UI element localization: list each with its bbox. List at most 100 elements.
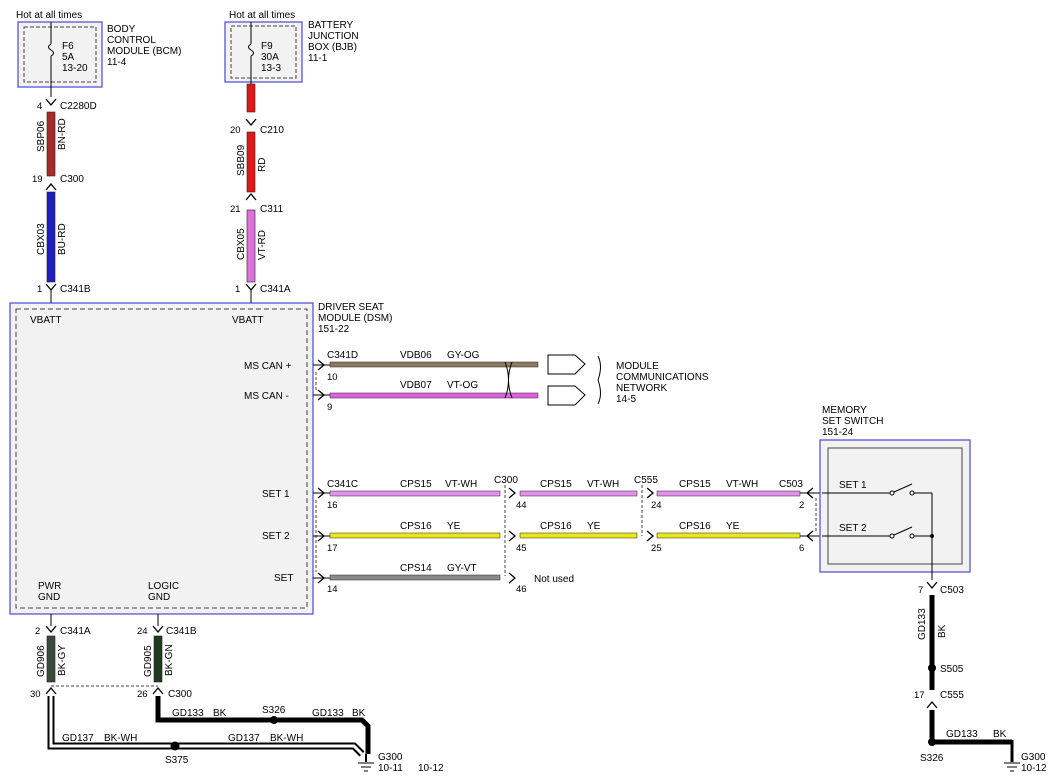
switch-ground-color: BK bbox=[937, 624, 948, 638]
switch2-blade bbox=[893, 526, 913, 536]
switch2-contact-a bbox=[889, 533, 895, 539]
set1-color-b: VT-WH bbox=[587, 479, 619, 490]
dsm-vbatt-left: VBATT bbox=[30, 315, 61, 326]
switch2-contact-b bbox=[909, 533, 915, 539]
ground-symbol-left bbox=[358, 754, 374, 772]
network-name-2: COMMUNICATIONS bbox=[616, 372, 709, 383]
set1-c555-chevron bbox=[646, 487, 655, 499]
wire-cps15-b bbox=[519, 490, 638, 497]
bcm-name-1: BODY bbox=[107, 24, 136, 35]
wire-cps14 bbox=[329, 574, 501, 581]
can-plus-color: GY-OG bbox=[447, 350, 480, 361]
set2-color-b: YE bbox=[587, 521, 601, 532]
left-feed-circuit-1: SBP06 bbox=[36, 120, 47, 152]
switch-ground-splice2: S326 bbox=[920, 753, 944, 764]
splice-s326-left bbox=[270, 716, 278, 724]
gnd-splice1: S326 bbox=[262, 705, 286, 716]
gnd-conn2: C300 bbox=[168, 689, 192, 700]
dsm-mscan-plus: MS CAN + bbox=[244, 361, 292, 372]
bjb-fuse-ref: 13-3 bbox=[261, 63, 281, 74]
set1-color-c: VT-WH bbox=[726, 479, 758, 490]
switch-ground-chevron2 bbox=[926, 700, 938, 709]
wire-vdb06 bbox=[329, 361, 539, 368]
dsm-box bbox=[9, 302, 314, 615]
right-connector-1-chevron bbox=[245, 118, 257, 127]
set-not-used: Not used bbox=[534, 574, 574, 585]
set2-pin-25: 25 bbox=[651, 543, 662, 554]
bcm-fuse-ref: 13-20 bbox=[62, 63, 88, 74]
switch-ground-pin2: 17 bbox=[914, 690, 925, 701]
right-feed-pin-1: 20 bbox=[230, 125, 241, 136]
gnd-right-color: BK-GN bbox=[164, 644, 175, 676]
right-feed-color-2: VT-RD bbox=[257, 230, 268, 260]
splice-s505 bbox=[928, 664, 936, 672]
wire-sbb09 bbox=[246, 131, 256, 193]
set2-c300-chevron bbox=[508, 530, 517, 542]
switch-common-junction bbox=[930, 534, 934, 538]
dsm-pwr-gnd-1: PWR bbox=[38, 581, 61, 592]
wire-bjb-rd-top bbox=[246, 83, 256, 113]
switch1-blade bbox=[893, 483, 913, 493]
right-feed-pin-2: 21 bbox=[230, 204, 241, 215]
set2-pin-17: 17 bbox=[327, 543, 338, 554]
bjb-name-2: JUNCTION bbox=[308, 31, 359, 42]
memory-switch-ref: 151-24 bbox=[822, 427, 854, 438]
switch-ground-chevron1 bbox=[926, 581, 938, 590]
set-conn-sw: C503 bbox=[779, 479, 803, 490]
switch-ground-pin1: 7 bbox=[918, 585, 923, 596]
network-name-1: MODULE bbox=[616, 361, 659, 372]
left-connector-1-chevron bbox=[45, 98, 57, 107]
dsm-name-2: MODULE (DSM) bbox=[318, 313, 392, 324]
left-feed-pin-2: 19 bbox=[32, 174, 43, 185]
gnd-left-color: BK-GY bbox=[57, 645, 68, 676]
splice-s375 bbox=[170, 741, 180, 751]
set2-color-a: YE bbox=[447, 521, 461, 532]
gnd-right-chevron2 bbox=[152, 686, 164, 695]
right-feed-pin-3: 1 bbox=[235, 284, 240, 295]
memory-switch-inner bbox=[827, 447, 963, 565]
right-feed-circuit-2: CBX05 bbox=[236, 228, 247, 260]
set-c300-chevron bbox=[508, 572, 517, 584]
set1-pin-24: 24 bbox=[651, 500, 662, 511]
bcm-fuse-rating: 5A bbox=[62, 52, 75, 63]
dsm-vbatt-right: VBATT bbox=[232, 315, 263, 326]
bjb-fuse-rating: 30A bbox=[261, 52, 279, 63]
switch-ground-g300: G300 bbox=[1021, 752, 1046, 763]
dsm-pwr-gnd-2: GND bbox=[38, 592, 60, 603]
gnd-left-pin2: 30 bbox=[30, 689, 41, 700]
bjb-box bbox=[224, 21, 303, 83]
bjb-fuse-symbol bbox=[248, 43, 254, 57]
can-minus-color: VT-OG bbox=[447, 380, 478, 391]
left-feed-circuit-2: CBX03 bbox=[36, 223, 47, 255]
gnd-right-chevron1 bbox=[152, 625, 164, 634]
bcm-name-2: CONTROL bbox=[107, 35, 156, 46]
network-name-3: NETWORK bbox=[616, 383, 667, 394]
set2-circuit-a: CPS16 bbox=[400, 521, 432, 532]
bcm-ref: 11-4 bbox=[107, 57, 127, 68]
set1-circuit-a: CPS15 bbox=[400, 479, 432, 490]
set-conn-dsm: C341C bbox=[327, 479, 358, 490]
left-connector-2-chevron bbox=[45, 182, 57, 191]
gnd-bkwh-b: BK-WH bbox=[270, 733, 303, 744]
wire-cps15-c bbox=[656, 490, 801, 497]
right-feed-color-1: RD bbox=[257, 158, 268, 172]
left-feed-color-1: BN-RD bbox=[57, 118, 68, 150]
gnd-bkwh-a: BK-WH bbox=[104, 733, 137, 744]
set1-color-a: VT-WH bbox=[445, 479, 477, 490]
dsm-name-1: DRIVER SEAT bbox=[318, 302, 384, 313]
wire-cps16-c bbox=[656, 532, 801, 539]
wire-cps16-a bbox=[329, 532, 501, 539]
set1-c300-chevron bbox=[508, 487, 517, 499]
network-ref: 14-5 bbox=[616, 394, 636, 405]
right-connector-2-chevron bbox=[245, 192, 257, 201]
bcm-box bbox=[17, 21, 103, 88]
bjb-ref: 11-1 bbox=[308, 53, 328, 64]
hot-at-all-times-label-right: Hot at all times bbox=[229, 10, 295, 21]
set2-pin-6: 6 bbox=[799, 543, 804, 554]
memory-switch-set2: SET 2 bbox=[839, 523, 867, 534]
gnd-gd133-a: GD133 bbox=[172, 708, 204, 719]
switch-ground-conn2: C555 bbox=[940, 690, 964, 701]
left-feed-conn-1: C2280D bbox=[60, 101, 97, 112]
right-feed-conn-3: C341A bbox=[260, 284, 291, 295]
